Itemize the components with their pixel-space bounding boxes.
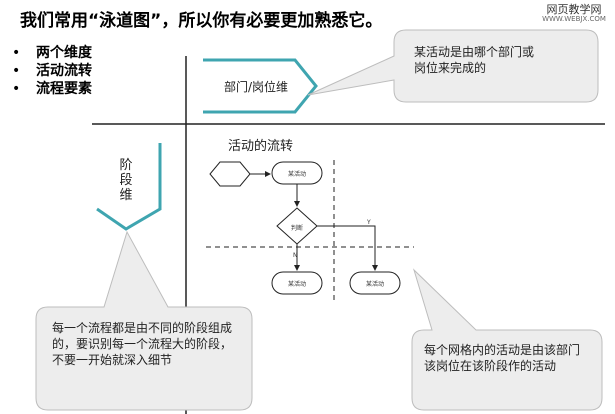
callout-bottom-left-text: 每一个流程都是由不同的阶段组成的，要识别每一个流程大的阶段，不要一开始就深入细节 — [52, 321, 233, 367]
watermark-url: WWW.WEBJX.COM — [542, 14, 606, 23]
callout-top-right-shape — [307, 29, 599, 103]
dept-dimension-chevron — [203, 58, 318, 114]
bullet-item: 流程要素 — [12, 80, 92, 98]
start-hexagon — [209, 161, 251, 187]
activity-3-label: 某活动 — [365, 281, 384, 288]
bullet-list: 两个维度 活动流转 流程要素 — [12, 44, 92, 98]
stage-dimension-chevron — [96, 143, 162, 231]
bullet-item: 两个维度 — [12, 44, 92, 62]
no-label: N — [293, 252, 298, 259]
dept-dimension-label: 部门/岗位维 — [224, 80, 289, 94]
callout-top-right-text: 某活动是由哪个部门或岗位来完成的 — [414, 45, 535, 75]
page-title: 我们常用“泳道图”，所以你有必要更加熟悉它。 — [20, 11, 383, 31]
activity-3-node — [349, 271, 401, 295]
callout-bottom-right-text: 每个网格内的活动是由该部门该岗位在该阶段作的活动 — [424, 343, 581, 373]
watermark: 网页教学网 WWW.WEBJX.COM — [538, 4, 610, 23]
watermark-name: 网页教学网 — [546, 3, 602, 16]
callout-bottom-left-shape — [35, 230, 253, 411]
activity-2-label: 某活动 — [287, 281, 306, 288]
bullet-item: 活动流转 — [12, 62, 92, 80]
flow-label: 活动的流转 — [228, 139, 294, 154]
activity-2-node — [271, 271, 323, 295]
decision-label: 判断 — [290, 225, 303, 232]
stage-dimension-label: 阶段维 — [119, 158, 133, 203]
edge-decision-yes — [317, 225, 378, 271]
activity-1-label: 某活动 — [287, 171, 306, 178]
callout-bottom-right-shape — [411, 268, 603, 411]
yes-label: Y — [367, 219, 371, 226]
